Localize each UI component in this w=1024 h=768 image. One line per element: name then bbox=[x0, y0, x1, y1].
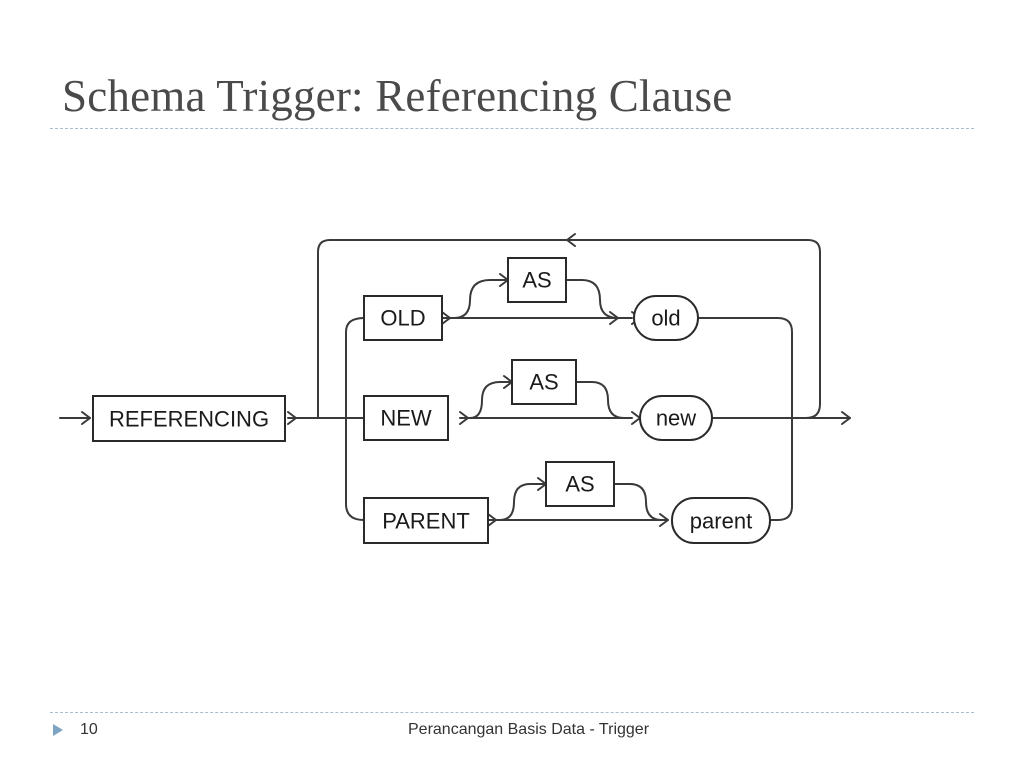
as-keyword-old: AS bbox=[522, 268, 551, 293]
as-box-old bbox=[507, 257, 567, 303]
parent-name-label: parent bbox=[690, 509, 752, 534]
branch-rail-left bbox=[345, 317, 365, 521]
referencing-box bbox=[92, 395, 286, 442]
page-number: 10 bbox=[80, 721, 98, 738]
referencing-keyword: REFERENCING bbox=[109, 407, 269, 432]
old-name-label: old bbox=[651, 306, 680, 331]
slide-title: Schema Trigger: Referencing Clause bbox=[62, 71, 733, 121]
branch-rail-right bbox=[697, 317, 793, 521]
parent-keyword: PARENT bbox=[382, 509, 470, 534]
name-parent-pill bbox=[671, 497, 771, 544]
footer-divider bbox=[50, 712, 974, 713]
old-box bbox=[363, 295, 443, 341]
new-box bbox=[363, 395, 449, 441]
new-name-label: new bbox=[656, 406, 696, 431]
title-divider bbox=[50, 128, 974, 129]
parent-box bbox=[363, 497, 489, 544]
new-keyword: NEW bbox=[380, 406, 432, 431]
name-old-pill bbox=[633, 295, 699, 341]
as-box-parent bbox=[545, 461, 615, 507]
footer-title: Perancangan Basis Data - Trigger bbox=[408, 721, 650, 738]
triangle-bullet-icon bbox=[53, 724, 63, 736]
old-keyword: OLD bbox=[380, 306, 425, 331]
repeat-loop bbox=[317, 233, 821, 419]
as-keyword-new: AS bbox=[529, 370, 558, 395]
name-new-pill bbox=[639, 395, 713, 441]
entry-arrow bbox=[59, 411, 91, 425]
as-box-new bbox=[511, 359, 577, 405]
main-line bbox=[287, 411, 851, 425]
as-keyword-parent: AS bbox=[565, 472, 594, 497]
